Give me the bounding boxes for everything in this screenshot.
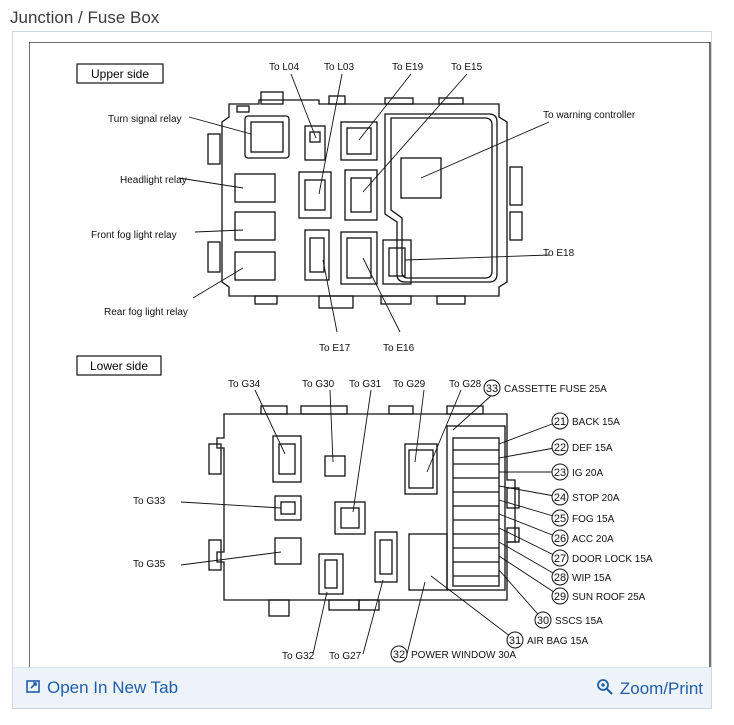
fuse-box-diagram: Upper side (29, 42, 711, 670)
image-card: Upper side (12, 31, 712, 709)
fuse-label: CASSETTE FUSE 25A (504, 384, 607, 395)
fuse-number-circle (551, 509, 569, 527)
lower-side-box (76, 355, 162, 376)
to-e19-label: To E19 (392, 62, 424, 73)
open-in-new-tab-label: Open In New Tab (47, 678, 179, 697)
fuse-number-circle (551, 412, 569, 430)
fuse-label: IG 20A (572, 468, 603, 479)
zoom-print-label: Zoom/Print (619, 678, 703, 698)
fuse-number-circle (506, 631, 524, 649)
zoom-icon (596, 678, 614, 701)
fuse-label: FOG 15A (572, 514, 615, 525)
fuse-number-circle (390, 645, 408, 663)
to-g29-label: To G29 (393, 379, 426, 390)
fuse-number-circle (551, 587, 569, 605)
zoom-print-link[interactable]: Zoom/Print (596, 678, 703, 701)
lower-side-label: Lower side (90, 359, 148, 373)
fuse-label: DOOR LOCK 15A (572, 554, 653, 565)
fuse-label: BACK 15A (572, 417, 620, 428)
fuse-label: AIR BAG 15A (527, 636, 588, 647)
fuse-number: 28 (554, 572, 566, 584)
lower-fuse-box (208, 405, 520, 617)
fuse-number: 21 (554, 416, 566, 428)
to-g35-label: To G35 (133, 559, 166, 570)
front-fog-label: Front fog light relay (91, 230, 177, 241)
to-g33-label: To G33 (133, 496, 166, 507)
page-title: Junction / Fuse Box (10, 8, 160, 27)
upper-labels: Turn signal relay Headlight relay Front … (91, 62, 636, 354)
fuse-label: STOP 20A (572, 493, 620, 504)
lower-labels: To G34 To G30 To G31 To G29 To G28 To G3… (133, 379, 482, 662)
upper-side-label: Upper side (91, 67, 149, 81)
fuse-number: 25 (554, 513, 566, 525)
fuse-number-circle (551, 438, 569, 456)
fuse-label: ACC 20A (572, 534, 614, 545)
to-g31-label: To G31 (349, 379, 382, 390)
fuse-label: SUN ROOF 25A (572, 592, 646, 603)
to-e15-label: To E15 (451, 62, 483, 73)
to-g34-label: To G34 (228, 379, 261, 390)
upper-fuse-box (207, 91, 523, 309)
to-l04-label: To L04 (269, 62, 299, 73)
fuse-number: 29 (554, 591, 566, 603)
fuse-label: WIP 15A (572, 573, 612, 584)
fuse-number-circle (551, 488, 569, 506)
to-g28-label: To G28 (449, 379, 482, 390)
fuse-label: POWER WINDOW 30A (411, 650, 516, 661)
rear-fog-label: Rear fog light relay (104, 307, 188, 318)
fuse-number: 24 (554, 492, 566, 504)
open-in-new-tab-link[interactable]: Open In New Tab (25, 678, 178, 699)
turn-signal-label: Turn signal relay (108, 114, 182, 125)
open-new-tab-icon (25, 678, 41, 699)
fuse-number: 30 (537, 615, 549, 627)
to-warning-label: To warning controller (543, 110, 636, 121)
image-footer: Open In New Tab Zoom/Print (13, 667, 711, 708)
fuse-number: 23 (554, 467, 566, 479)
upper-side-box (76, 63, 164, 84)
fuse-number-circle (551, 463, 569, 481)
fuse-number-circle (483, 379, 501, 397)
fuse-number-circle (551, 549, 569, 567)
to-g30-label: To G30 (302, 379, 335, 390)
fuse-number-circle (534, 611, 552, 629)
to-l03-label: To L03 (324, 62, 354, 73)
fuse-number: 31 (509, 635, 521, 647)
to-g32-label: To G32 (282, 651, 315, 662)
fuse-label: SSCS 15A (555, 616, 603, 627)
fuse-number: 26 (554, 533, 566, 545)
lower-leaders (180, 389, 561, 655)
to-e17-label: To E17 (319, 343, 351, 354)
fuse-number: 27 (554, 553, 566, 565)
upper-leaders (178, 73, 550, 333)
fuse-list: 33 CASSETTE FUSE 25A 21 BACK 15A 22 DEF 15A 23… (390, 379, 653, 663)
to-e18-label: To E18 (543, 248, 575, 259)
fuse-number-circle (551, 529, 569, 547)
to-e16-label: To E16 (383, 343, 415, 354)
fuse-number: 32 (393, 649, 405, 661)
fuse-number-circle (551, 568, 569, 586)
to-g27-label: To G27 (329, 651, 362, 662)
headlight-label: Headlight relay (120, 175, 187, 186)
fuse-label: DEF 15A (572, 443, 613, 454)
fuse-number: 33 (486, 383, 498, 395)
fuse-number: 22 (554, 442, 566, 454)
